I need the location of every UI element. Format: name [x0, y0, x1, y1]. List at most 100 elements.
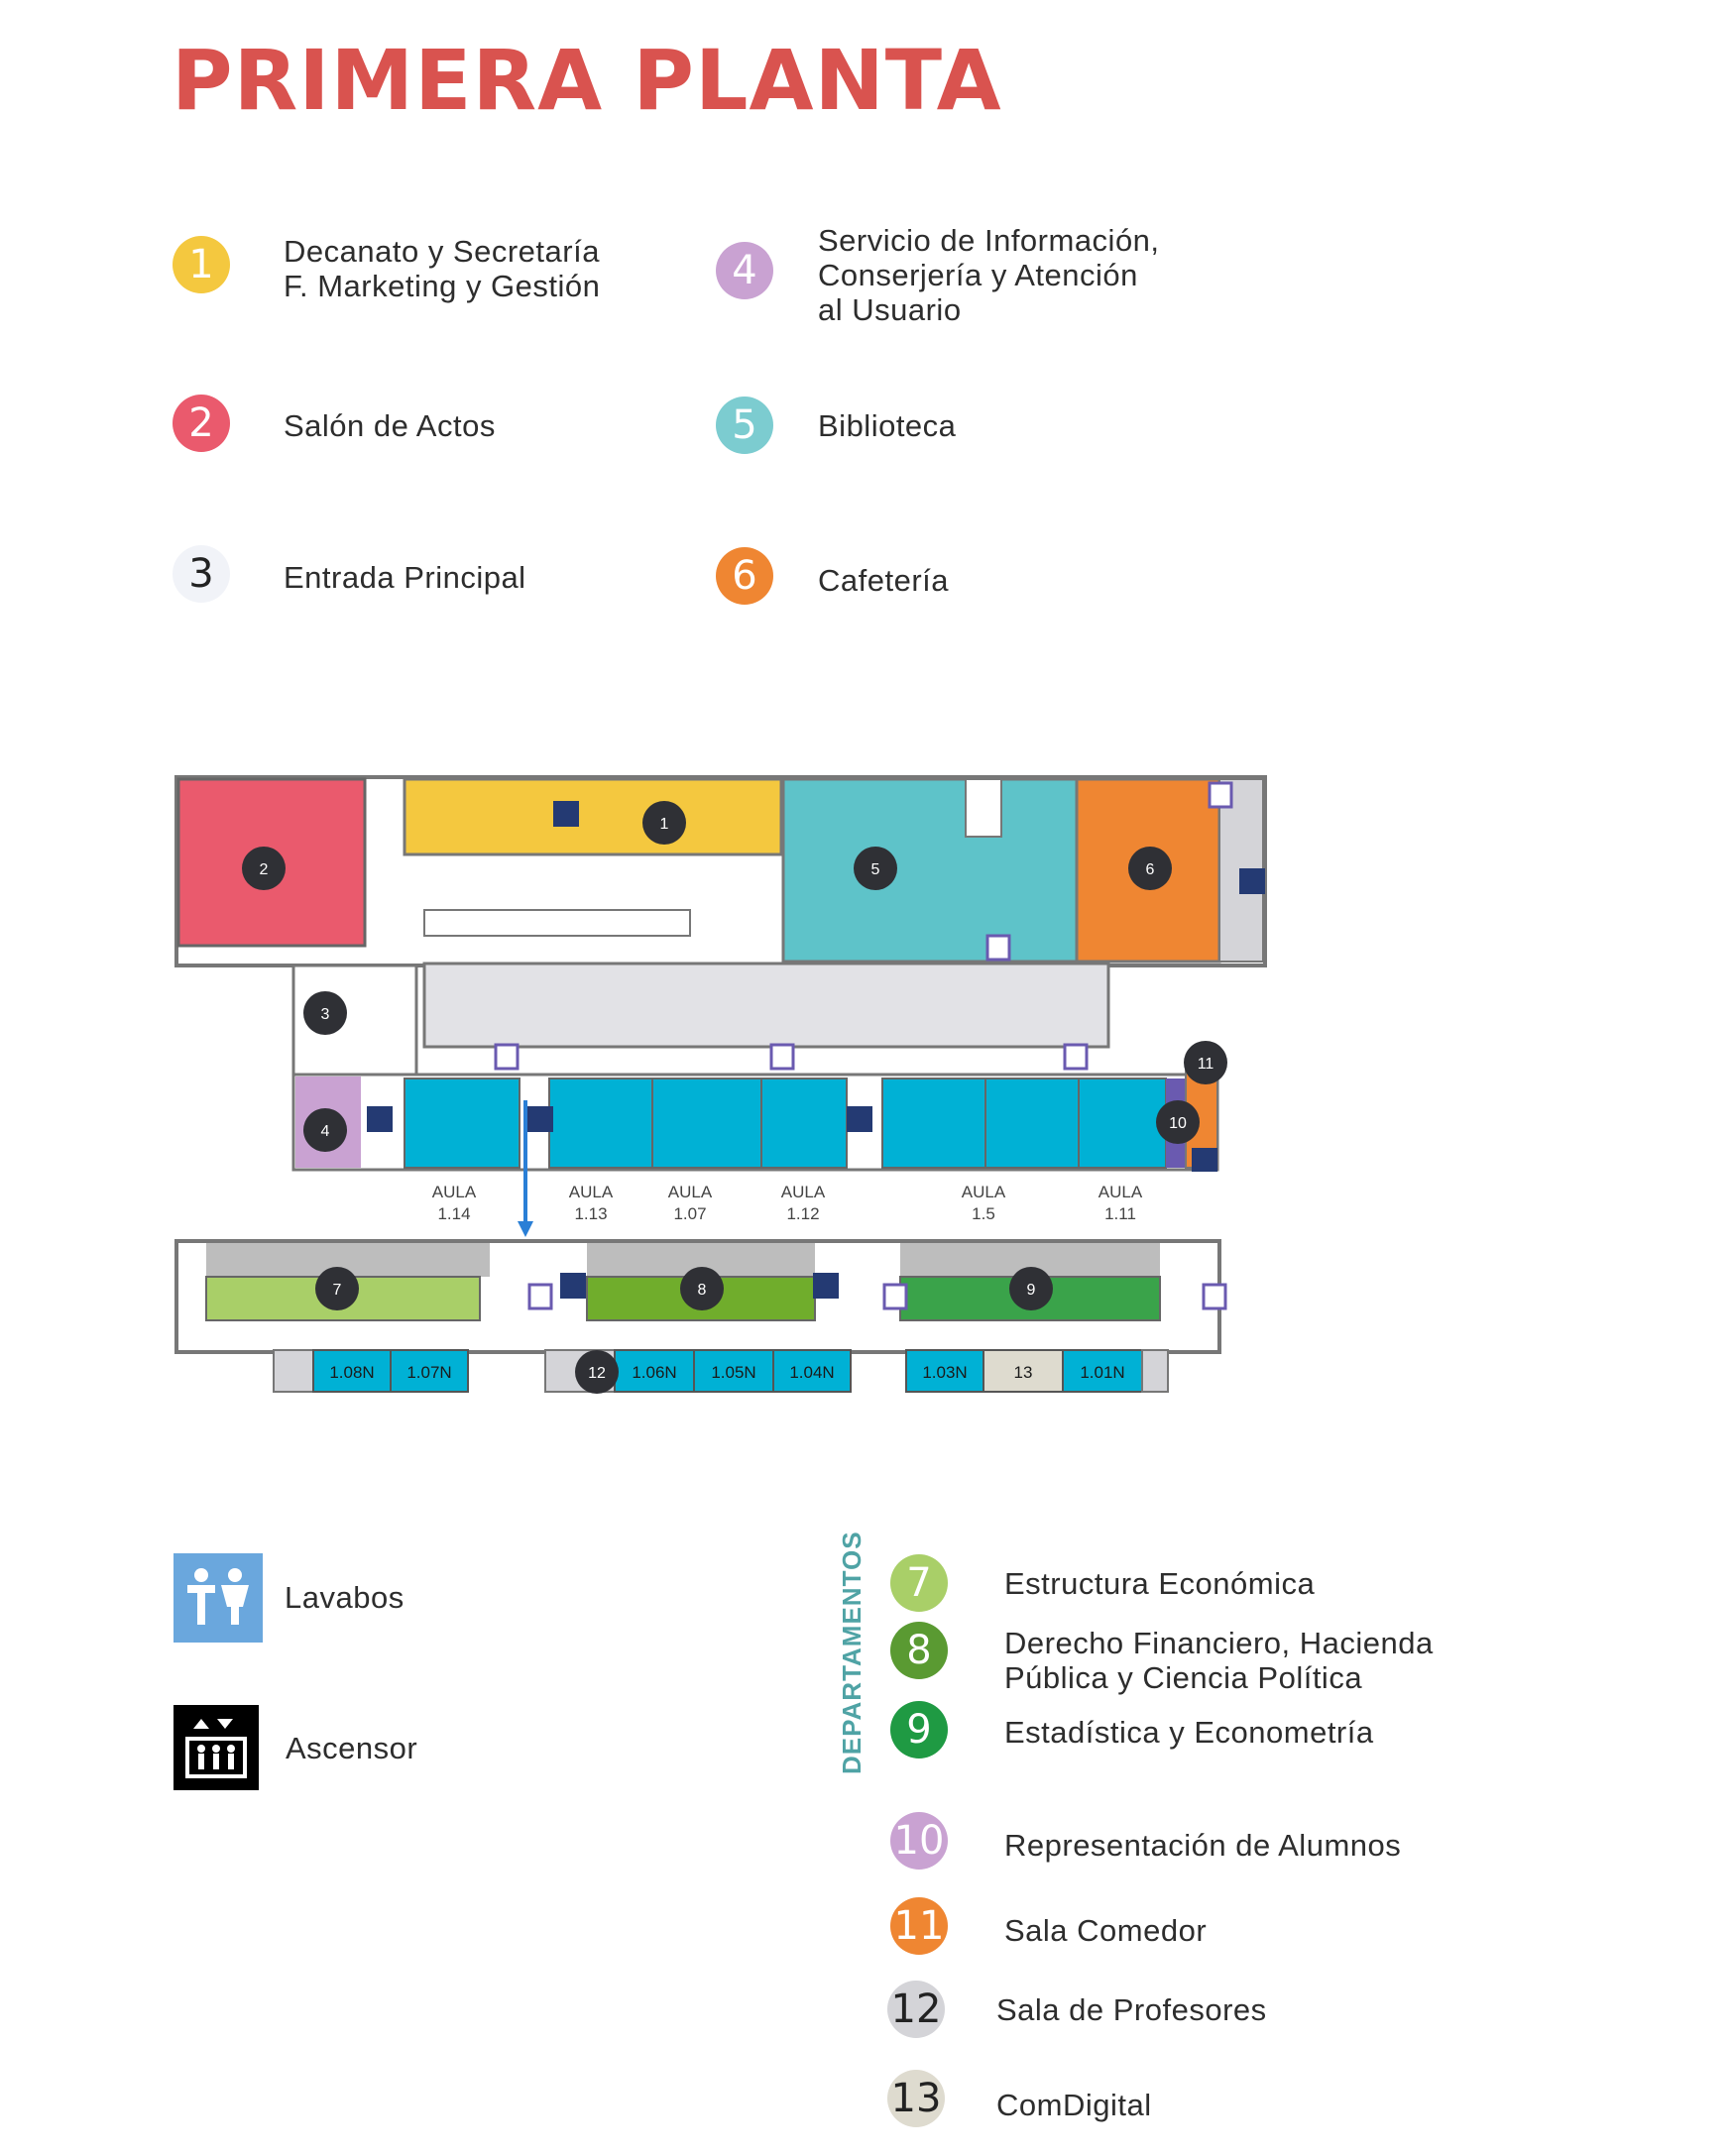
legend-label-6: Cafetería — [818, 563, 950, 598]
other-badge-12: 12 — [887, 1981, 945, 2038]
map-elevator-icon-7 — [882, 1283, 908, 1310]
map-aula-num-4: 1.12 — [786, 1204, 819, 1223]
map-restroom-icon-4 — [527, 1106, 553, 1132]
map-restroom-icon-3 — [367, 1106, 393, 1132]
map-bottom-room-2 — [390, 1349, 469, 1393]
dept-label-8-line1: Derecho Financiero, Hacienda — [1004, 1626, 1434, 1660]
map-marker-1: 1 — [660, 816, 669, 833]
legend-label-4-line1: Servicio de Información, — [818, 223, 1160, 258]
legend-badge-2: 2 — [173, 395, 230, 452]
legend-label-4-line3: al Usuario — [818, 292, 962, 327]
map-aula-label-5: AULA — [962, 1183, 1006, 1201]
map-aula-label-6: AULA — [1098, 1183, 1143, 1201]
map-marker-11: 11 — [1198, 1056, 1214, 1073]
floor-plan-map: AULA 1.14 AULA 1.13 AULA 1.07 AULA 1.12 … — [174, 775, 1267, 1394]
map-bottom-label-6: 1.03N — [922, 1363, 967, 1382]
map-aula-label-4: AULA — [781, 1183, 826, 1201]
map-aula-1-14 — [404, 1078, 520, 1169]
dept-badge-8: 8 — [890, 1622, 948, 1679]
map-central-hall — [422, 962, 1110, 1049]
map-bottom-label-2: 1.07N — [406, 1363, 451, 1382]
map-aula-1-07 — [651, 1078, 762, 1169]
map-aula-1-5a — [881, 1078, 986, 1169]
map-aula-num-6: 1.11 — [1104, 1204, 1136, 1223]
legend-label-1-line1: Decanato y Secretaría — [284, 234, 600, 269]
legend-label-3: Entrada Principal — [284, 560, 526, 595]
legend-badge-3: 3 — [173, 545, 230, 603]
map-elevator-icon-4 — [769, 1043, 795, 1071]
map-marker-6-dot — [1128, 847, 1172, 890]
map-bottom-room-7 — [983, 1349, 1064, 1393]
map-bottom-label-1: 1.08N — [329, 1363, 374, 1382]
map-marker-9-dot — [1009, 1267, 1053, 1310]
map-marker-8: 8 — [698, 1282, 707, 1299]
map-marker-3-dot — [303, 991, 347, 1035]
dept-label-8-line2: Pública y Ciencia Política — [1004, 1660, 1363, 1695]
map-restroom-icon-5 — [847, 1106, 872, 1132]
legend-label-4: Servicio de Información, Conserjería y A… — [818, 223, 1160, 327]
map-bottom-room-6 — [905, 1349, 984, 1393]
map-aula-num-3: 1.07 — [673, 1204, 706, 1223]
legend-label-4-line2: Conserjería y Atención — [818, 258, 1138, 292]
dept-label-9: Estadística y Econometría — [1004, 1715, 1374, 1750]
map-restroom-icon-8 — [813, 1273, 839, 1299]
map-marker-1-dot — [642, 801, 686, 845]
legend-label-5: Biblioteca — [818, 408, 957, 443]
map-marker-4: 4 — [321, 1123, 330, 1140]
map-marker-10-dot — [1156, 1100, 1200, 1144]
map-room-biblioteca — [781, 777, 1081, 964]
map-restroom-icon-2 — [1239, 868, 1265, 894]
map-bottom-label-3: 1.06N — [632, 1363, 676, 1382]
legend-badge-4: 4 — [716, 242, 773, 299]
dept-badge-9: 9 — [890, 1701, 948, 1759]
map-restroom-icon-7 — [560, 1273, 586, 1299]
map-bottom-label-4: 1.05N — [711, 1363, 755, 1382]
dept-label-8: Derecho Financiero, Hacienda Pública y C… — [1004, 1626, 1434, 1695]
other-label-11: Sala Comedor — [1004, 1913, 1208, 1948]
map-aula-label-3: AULA — [668, 1183, 713, 1201]
map-marker-7-dot — [315, 1267, 359, 1310]
map-elevator-icon-2 — [985, 934, 1011, 962]
map-marker-2: 2 — [260, 861, 269, 878]
page-title: PRIMERA PLANTA — [172, 32, 1002, 129]
legend-badge-6: 6 — [716, 547, 773, 605]
map-biblioteca-notch — [965, 778, 1002, 838]
map-elevator-icon-1 — [1208, 781, 1233, 809]
map-marker-2-dot — [242, 847, 286, 890]
legend-badge-1: 1 — [173, 236, 230, 293]
map-room-decanato — [403, 777, 783, 856]
other-label-10: Representación de Alumnos — [1004, 1828, 1402, 1863]
map-marker-11-dot — [1184, 1041, 1227, 1084]
map-marker-4-dot — [303, 1108, 347, 1152]
dept-badge-7: 7 — [890, 1554, 948, 1612]
map-direction-arrow — [518, 1221, 533, 1237]
map-marker-10: 10 — [1169, 1115, 1187, 1132]
map-marker-5: 5 — [871, 861, 880, 878]
map-restroom-icon-1 — [553, 801, 579, 827]
map-aula-num-5: 1.5 — [972, 1204, 995, 1223]
map-aula-label-1: AULA — [432, 1183, 477, 1201]
legend-label-1-line2: F. Marketing y Gestión — [284, 269, 601, 303]
map-elevator-icon-5 — [1063, 1043, 1089, 1071]
restroom-legend-label: Lavabos — [285, 1580, 405, 1615]
elevator-icon — [173, 1705, 259, 1790]
map-bottom-label-8: 1.01N — [1080, 1363, 1124, 1382]
map-corridor-bar — [423, 909, 691, 937]
map-marker-7: 7 — [333, 1282, 342, 1299]
other-badge-11: 11 — [890, 1897, 948, 1955]
dept-label-7: Estructura Económica — [1004, 1566, 1316, 1601]
map-restroom-icon-6 — [1192, 1148, 1217, 1172]
map-bottom-room-4 — [693, 1349, 774, 1393]
map-aula-1-11 — [1078, 1078, 1167, 1169]
legend-badge-5: 5 — [716, 397, 773, 454]
map-aula-num-1: 1.14 — [437, 1204, 470, 1223]
map-bottom-room-gray-3 — [1141, 1349, 1169, 1393]
map-bottom-room-gray-1 — [273, 1349, 314, 1393]
elevator-legend-label: Ascensor — [286, 1731, 418, 1765]
map-bottom-room-5 — [772, 1349, 852, 1393]
other-badge-13: 13 — [887, 2070, 945, 2127]
map-marker-5-dot — [854, 847, 897, 890]
map-elevator-icon-8 — [1202, 1283, 1227, 1310]
map-marker-12: 12 — [588, 1365, 606, 1382]
map-marker-12-dot — [575, 1350, 619, 1394]
